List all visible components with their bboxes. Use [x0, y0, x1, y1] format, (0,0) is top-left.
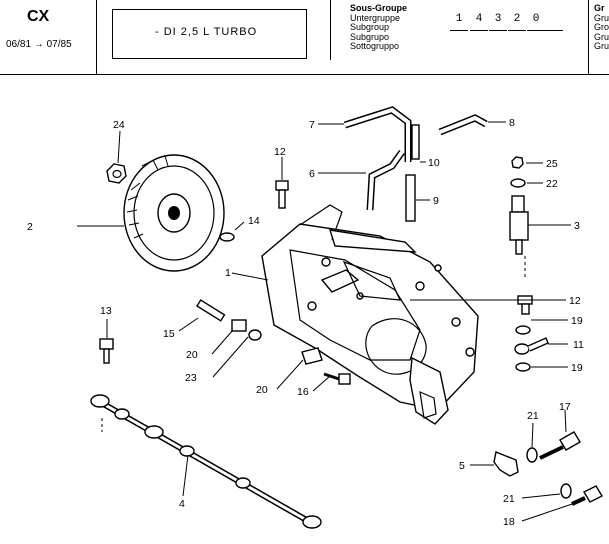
code-underline: [545, 30, 563, 31]
washer-21-lower-part: [560, 483, 572, 499]
callout-19-upper: 19: [571, 315, 583, 327]
banjo-11-part: [514, 337, 549, 355]
nut-24-part: [106, 163, 127, 184]
code-underline: [450, 30, 468, 31]
plate-20-lower-part: [301, 347, 323, 365]
group-label-it: Gru: [594, 41, 609, 51]
callout-1: 1: [225, 267, 231, 279]
callout-12-upper: 12: [274, 146, 286, 158]
subgroup-label-fr: Sous-Groupe: [350, 3, 408, 13]
callout-14: 14: [248, 215, 260, 227]
bolt-12-lower-part: [517, 295, 533, 315]
subgroup-label-es: Subgrupo: [350, 31, 390, 42]
injection-pump-part: [261, 204, 479, 425]
callout-16: 16: [297, 386, 309, 398]
nut-25-part: [511, 156, 524, 169]
callout-11: 11: [573, 339, 584, 351]
callout-3: 3: [574, 220, 580, 232]
callout-2: 2: [27, 221, 33, 233]
bolt-17-part: [539, 431, 581, 460]
pulley-part: [123, 154, 225, 272]
group-label-fr: Gr: [594, 4, 605, 13]
callout-8: 8: [509, 117, 515, 129]
callout-18: 18: [503, 516, 515, 528]
screw-16-part: [323, 372, 351, 385]
model-code: CX: [27, 8, 50, 25]
callout-9: 9: [433, 195, 439, 207]
callout-13: 13: [100, 305, 112, 317]
leader-lines: [77, 121, 579, 522]
code-underline: [527, 30, 545, 31]
key-14-part: [219, 232, 235, 242]
subgroup-label-it: Sottogruppo: [350, 41, 400, 51]
engine-label: - DI 2,5 L TURBO: [155, 26, 258, 38]
washer-19-upper-part: [515, 325, 531, 335]
pin-15-part: [196, 299, 226, 322]
code-digit-4: 2: [513, 13, 521, 25]
washer-19-lower-part: [515, 362, 531, 372]
leak-off-pipe-4-part: [90, 394, 322, 529]
callout-19-lower: 19: [571, 362, 583, 374]
plate-20-upper-part: [231, 319, 247, 332]
code-underline: [470, 30, 488, 31]
callout-4: 4: [179, 498, 185, 510]
group-labels: Gr Gru Gro Gru Gru: [594, 4, 609, 52]
header-divider-right: [588, 0, 589, 74]
callout-12-lower: 12: [569, 295, 581, 307]
callout-23: 23: [185, 372, 197, 384]
header: CX 06/81 → 07/85 - DI 2,5 L TURBO Sous-G…: [0, 0, 609, 74]
subgroup-label-de: Untergruppe: [350, 12, 401, 23]
callout-25: 25: [546, 158, 558, 170]
callout-20-lower: 20: [256, 384, 268, 396]
code-underline: [508, 30, 526, 31]
callout-15: 15: [163, 328, 175, 340]
hose-9-part: [405, 174, 416, 222]
group-label-de: Gru: [594, 12, 609, 23]
switch-3-part: [509, 195, 529, 255]
engine-box: - DI 2,5 L TURBO: [112, 9, 307, 59]
callout-20-upper: 20: [186, 349, 198, 361]
hose-6-part: [366, 149, 405, 211]
callout-10: 10: [428, 157, 440, 169]
washer-21-upper-part: [526, 447, 538, 463]
header-rule: [0, 74, 609, 75]
code-digit-3: 3: [494, 13, 502, 25]
code-digit-1: 1: [455, 13, 463, 25]
header-divider-mid: [330, 0, 331, 60]
subgroup-labels: Sous-Groupe Untergruppe Subgroup Subgrup…: [350, 3, 408, 52]
code-digit-5: 0: [532, 13, 540, 25]
bolt-12-upper-part: [275, 180, 289, 209]
header-divider-left: [96, 0, 97, 74]
date-range: 06/81 → 07/85: [6, 39, 72, 50]
group-label-es: Gru: [594, 31, 609, 42]
callout-21-upper: 21: [527, 410, 539, 422]
hose-7-part: [343, 106, 412, 162]
callout-24: 24: [113, 119, 125, 131]
callout-7: 7: [309, 119, 315, 131]
subgroup-label-en: Subgroup: [350, 22, 390, 32]
callout-21-lower: 21: [503, 493, 515, 505]
screw-13-part: [99, 338, 114, 364]
callout-17: 17: [559, 401, 571, 413]
group-label-en: Gro: [594, 22, 609, 32]
clip-5-part: [493, 451, 519, 477]
bolt-18-part: [571, 485, 603, 506]
code-underline: [489, 30, 507, 31]
callout-22: 22: [546, 178, 558, 190]
callout-numbers: 2 24 14 12 1 7 6 8 10 9 25 22 3 12 19 11…: [27, 117, 584, 528]
washer-22-part: [510, 178, 526, 188]
pipe-10-part: [411, 124, 420, 160]
washer-23-part: [248, 329, 262, 341]
callout-6: 6: [309, 168, 315, 180]
hose-8-part: [438, 114, 488, 136]
code-digit-2: 4: [475, 13, 483, 25]
callout-5: 5: [459, 460, 465, 472]
